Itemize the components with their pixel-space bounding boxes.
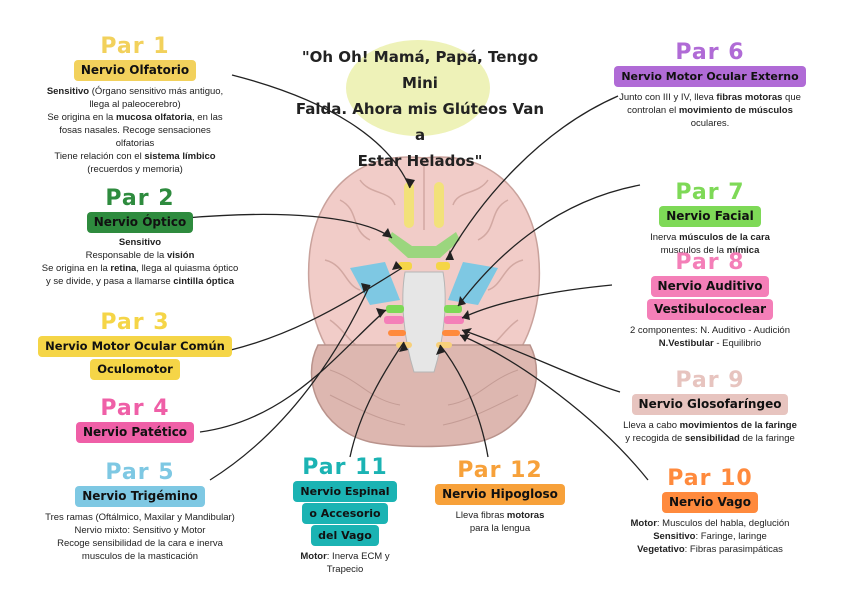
mnemonic-line-2: Falda. Ahora mis Glúteos Van a bbox=[295, 100, 545, 144]
par-6-title: Par 6 bbox=[675, 40, 745, 65]
nerve-12-block: Par 12 Nervio Hipogloso Lleva fibras mot… bbox=[430, 458, 570, 535]
mnemonic-bubble bbox=[346, 40, 490, 136]
vestibular-stub bbox=[384, 316, 404, 324]
nerve-7-block: Par 7 Nervio Facial Inerva músculos de l… bbox=[620, 180, 800, 257]
nerve-10-name: Nervio Vago bbox=[661, 492, 759, 513]
par-8-title: Par 8 bbox=[675, 250, 745, 275]
nerve-6-name: Nervio Motor Ocular Externo bbox=[614, 66, 806, 87]
hypoglossal-stub-r bbox=[436, 342, 452, 348]
par-5-title: Par 5 bbox=[105, 460, 175, 485]
nerve-12-desc: Lleva fibras motoras para la lengua bbox=[455, 510, 545, 534]
nerve-10-block: Par 10 Nervio Vago Motor: Musculos del h… bbox=[610, 466, 810, 556]
arrowheads bbox=[361, 178, 472, 355]
olfactory-bulb-right bbox=[434, 182, 444, 228]
par-2-title: Par 2 bbox=[105, 186, 175, 211]
facial-stub-r bbox=[444, 305, 462, 313]
nerve-5-block: Par 5 Nervio Trigémino Tres ramas (Oftál… bbox=[20, 460, 260, 563]
par-10-title: Par 10 bbox=[667, 466, 753, 491]
nerve-9-desc: Lleva a cabo movimientos de la faringe y… bbox=[623, 420, 797, 444]
nerve-3-name: Nervio Motor Ocular Común bbox=[38, 336, 232, 357]
nerve-12-name: Nervio Hipogloso bbox=[435, 484, 565, 505]
trigeminal-left bbox=[350, 262, 400, 305]
nerve-1-block: Par 1 Nervio Olfatorio Sensitivo (Órgano… bbox=[40, 34, 230, 176]
nerve-4-block: Par 4 Nervio Patético bbox=[60, 396, 210, 443]
mnemonic-line-3: Estar Helados" bbox=[357, 152, 483, 170]
nerve-8-name: Nervio Auditivo bbox=[650, 276, 770, 297]
nerve-1-desc: Sensitivo (Órgano sensitivo más antiguo,… bbox=[46, 86, 224, 175]
par-1-title: Par 1 bbox=[100, 34, 170, 59]
brainstem bbox=[402, 271, 446, 373]
nerve-8-alt-name: Vestibulococlear bbox=[647, 299, 773, 320]
nerve-11-name: Nervio Espinal bbox=[293, 481, 397, 502]
nerve-2-desc: Sensitivo Responsable de la visión Se or… bbox=[41, 237, 239, 287]
par-9-title: Par 9 bbox=[675, 368, 745, 393]
nerve-4-name: Nervio Patético bbox=[75, 422, 195, 443]
nerve-7-name: Nervio Facial bbox=[659, 206, 761, 227]
vestibular-stub-r bbox=[444, 316, 464, 324]
nerve-8-block: Par 8 Nervio Auditivo Vestibulococlear 2… bbox=[610, 250, 810, 350]
vagus-stub bbox=[388, 330, 406, 336]
nerve-2-block: Par 2 Nervio Óptico Sensitivo Responsabl… bbox=[30, 186, 250, 288]
facial-stub bbox=[386, 305, 404, 313]
nerve-9-name: Nervio Glosofaríngeo bbox=[631, 394, 789, 415]
nerve-11-desc: Motor: Inerva ECM y Trapecio bbox=[300, 551, 390, 575]
optic-chiasm bbox=[388, 232, 460, 258]
par-7-title: Par 7 bbox=[675, 180, 745, 205]
mnemonic-line-1: "Oh Oh! Mamá, Papá, Tengo Mini bbox=[301, 48, 539, 92]
nerve-5-name: Nervio Trigémino bbox=[75, 486, 205, 507]
par-3-title: Par 3 bbox=[100, 310, 170, 335]
cerebellum-folia bbox=[329, 369, 519, 426]
par-12-title: Par 12 bbox=[457, 458, 543, 483]
nerve-2-name: Nervio Óptico bbox=[86, 212, 194, 233]
nerve-8-desc: 2 componentes: N. Auditivo - Audición N.… bbox=[629, 325, 790, 349]
nerve-9-block: Par 9 Nervio Glosofaríngeo Lleva a cabo … bbox=[610, 368, 810, 445]
par-4-title: Par 4 bbox=[100, 396, 170, 421]
nerve-11-block: Par 11 Nervio Espinal o Accesorio del Va… bbox=[290, 455, 400, 576]
nerve-3-block: Par 3 Nervio Motor Ocular Común Oculomot… bbox=[30, 310, 240, 380]
oculomotor-stub-r bbox=[436, 262, 450, 270]
nerve-10-desc: Motor: Musculos del habla, deglución Sen… bbox=[630, 518, 790, 555]
mnemonic: "Oh Oh! Mamá, Papá, Tengo Mini Falda. Ah… bbox=[290, 44, 550, 174]
vagus-stub-r bbox=[442, 330, 460, 336]
nerve-6-block: Par 6 Nervio Motor Ocular Externo Junto … bbox=[600, 40, 820, 130]
par-11-title: Par 11 bbox=[302, 455, 388, 480]
nerve-1-name: Nervio Olfatorio bbox=[73, 60, 197, 81]
nerve-11-name-2: o Accesorio bbox=[302, 503, 388, 524]
nerve-7-desc: Inerva músculos de la cara musculos de l… bbox=[650, 232, 770, 256]
nerve-5-desc: Tres ramas (Oftálmico, Maxilar y Mandibu… bbox=[45, 512, 235, 562]
cerebellum bbox=[310, 344, 538, 448]
nerve-3-alt-name: Oculomotor bbox=[90, 359, 180, 380]
nerve-6-desc: Junto con III y IV, lleva fibras motoras… bbox=[619, 92, 801, 129]
nerve-11-name-3: del Vago bbox=[311, 525, 379, 546]
olfactory-bulb-left bbox=[404, 182, 414, 228]
pointer-lines bbox=[185, 74, 649, 481]
